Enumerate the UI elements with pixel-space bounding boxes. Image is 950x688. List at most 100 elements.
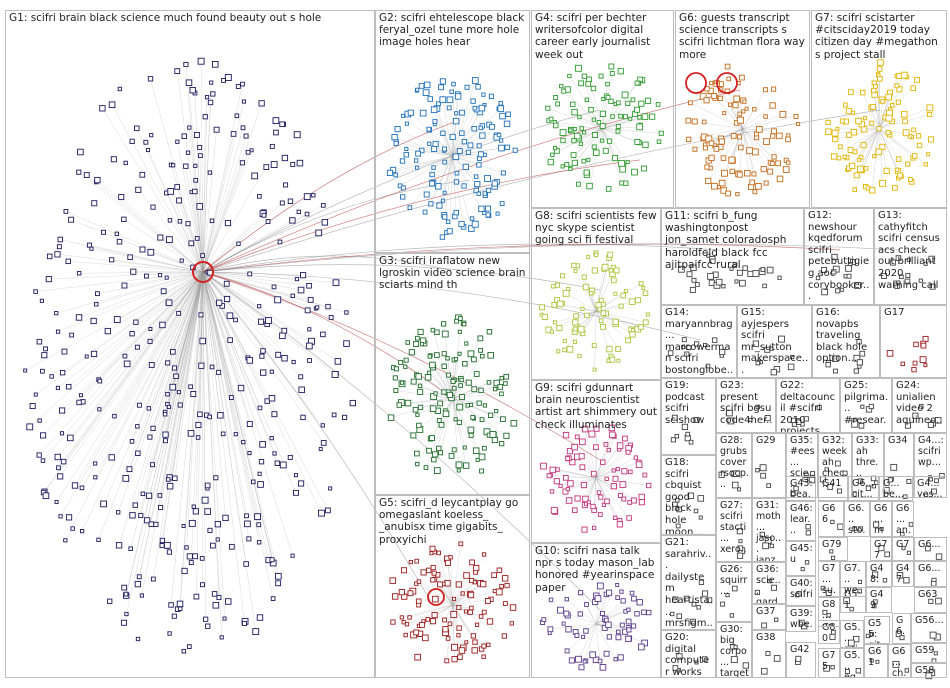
node (172, 475, 178, 481)
node (116, 510, 121, 515)
node (398, 589, 405, 596)
node (94, 302, 99, 307)
node (441, 351, 447, 357)
group-cell-g10: G10: scifri nasa talk npr s today mason_… (531, 543, 661, 678)
node (393, 172, 399, 178)
node (233, 317, 238, 323)
node (403, 364, 408, 369)
node (769, 102, 776, 109)
node (598, 73, 604, 79)
edge (43, 271, 204, 493)
nodes-layer (23, 57, 945, 680)
node (471, 220, 479, 228)
node (586, 182, 593, 190)
group-label: G14: maryannbrag... marcowerman scifri b… (665, 307, 734, 377)
node (472, 639, 478, 645)
node (257, 304, 262, 309)
node (132, 502, 139, 508)
edge (111, 104, 204, 273)
edge (170, 271, 204, 605)
edge (452, 108, 501, 156)
edge (195, 271, 204, 512)
node (708, 154, 715, 161)
node (720, 155, 727, 161)
edge (202, 271, 263, 445)
edge (595, 452, 629, 478)
node (136, 402, 142, 408)
node (279, 461, 287, 469)
node (325, 507, 331, 514)
group-cell-g5: G5: scifri_d leycantplay go omegaslant k… (375, 495, 530, 678)
node (420, 569, 427, 576)
node (129, 512, 136, 519)
edge (410, 561, 453, 605)
node (166, 482, 174, 490)
edge (202, 271, 206, 501)
node (728, 102, 733, 107)
node (470, 98, 476, 104)
node (408, 349, 415, 356)
edge (139, 271, 204, 406)
node (147, 248, 155, 256)
edge (854, 128, 880, 153)
node (718, 179, 726, 187)
node (475, 84, 481, 90)
node (195, 421, 202, 429)
node (601, 97, 606, 102)
node (699, 92, 707, 100)
node (486, 329, 493, 335)
node (67, 434, 74, 442)
group-cell-g15: G15: ayjespers scifri mr_sutton makerspa… (737, 305, 812, 378)
node (58, 514, 63, 519)
node (401, 113, 405, 118)
edge (602, 103, 628, 129)
node (200, 253, 205, 258)
node (500, 416, 506, 423)
node (478, 614, 484, 619)
node (217, 412, 224, 419)
node (609, 71, 615, 76)
node (183, 163, 189, 169)
node (165, 360, 171, 366)
node (499, 583, 504, 589)
inter-group-edge (202, 243, 721, 273)
node (29, 403, 36, 410)
group-cell-gx7: G7... su... (818, 561, 840, 597)
node (235, 84, 241, 89)
node (480, 580, 487, 588)
node (320, 203, 326, 208)
node (165, 236, 173, 244)
node (207, 414, 212, 420)
edge (688, 128, 743, 140)
node (403, 151, 410, 158)
edge (202, 129, 217, 273)
node (415, 373, 422, 380)
node (210, 542, 216, 549)
node (610, 277, 617, 284)
group-label: G6... cit... bi... (852, 478, 875, 500)
node (429, 545, 436, 552)
group-label: G4: scifri per bechter writersofcolor di… (535, 12, 651, 61)
node (897, 172, 904, 179)
node (842, 102, 848, 108)
node (431, 570, 437, 576)
node (605, 94, 611, 100)
group-label: G15: ayjespers scifri mr_sutton makerspa… (741, 307, 809, 376)
node (476, 400, 482, 406)
node (770, 133, 776, 139)
node (570, 152, 577, 158)
group-label: G18: scifri cbquist good black hole moon… (665, 457, 703, 535)
edge (91, 248, 204, 273)
node (703, 97, 710, 104)
node (195, 435, 201, 440)
node (307, 296, 314, 303)
node (183, 61, 189, 68)
node (495, 588, 503, 596)
node (392, 375, 398, 381)
edge (409, 604, 453, 618)
node (60, 458, 67, 465)
node (318, 447, 323, 451)
edge (123, 219, 204, 273)
node (57, 473, 64, 480)
